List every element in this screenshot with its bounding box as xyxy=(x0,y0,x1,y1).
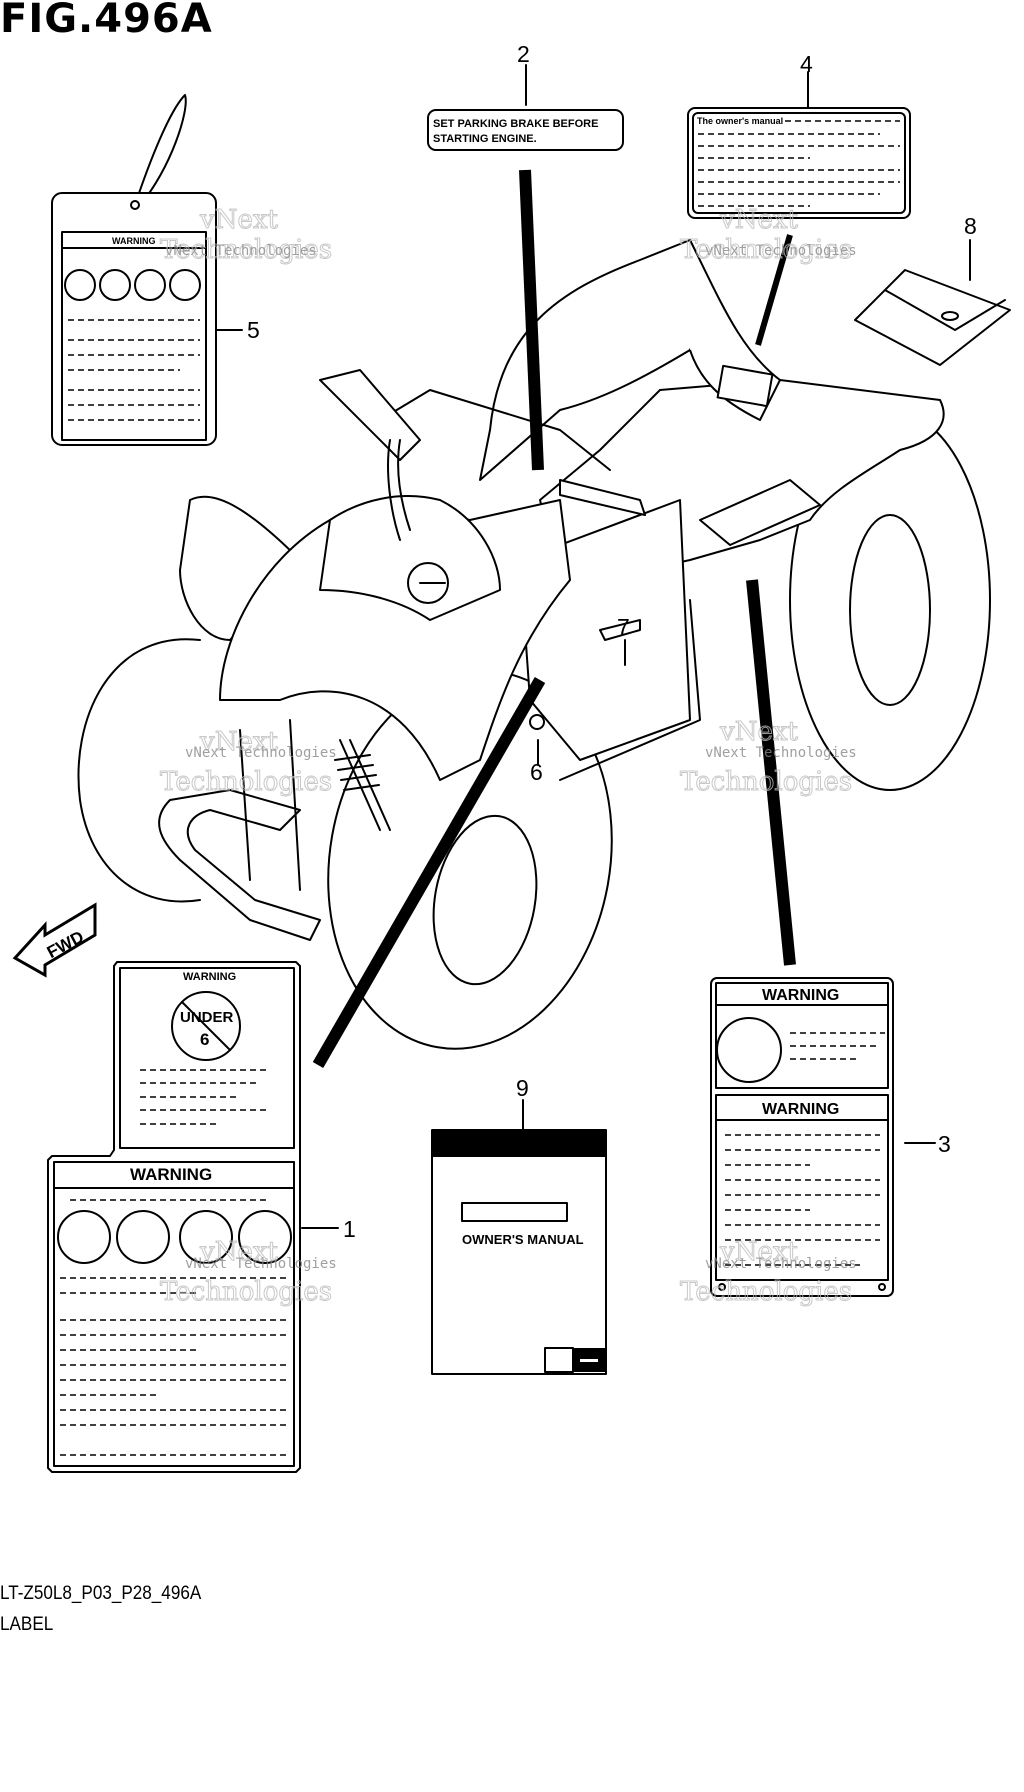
svg-text:Technologies: Technologies xyxy=(680,1277,852,1307)
label-5-hang-tag: WARNING xyxy=(51,94,217,446)
svg-text:vNext: vNext xyxy=(199,205,278,235)
svg-text:WARNING: WARNING xyxy=(762,987,839,1004)
callout-7: 7 xyxy=(617,614,630,640)
svg-text:vNext: vNext xyxy=(719,1237,798,1267)
item-8-manual-pouch xyxy=(854,269,1011,366)
svg-text:vNext Technologies: vNext Technologies xyxy=(705,1256,857,1272)
svg-text:vNext Technologies: vNext Technologies xyxy=(165,243,317,259)
svg-text:vNext: vNext xyxy=(719,717,798,747)
svg-text:vNext: vNext xyxy=(199,727,278,757)
callout-2: 2 xyxy=(517,41,530,67)
label-3-warning: WARNING WARNING xyxy=(710,977,894,1297)
figure-title: FIG.496A xyxy=(0,0,213,42)
svg-text:The owner's manual: The owner's manual xyxy=(697,116,783,126)
svg-text:WARNING: WARNING xyxy=(130,1165,212,1184)
atv-drawing xyxy=(77,239,991,1050)
svg-text:Technologies: Technologies xyxy=(680,235,852,265)
item-9-owners-manual: OWNER'S MANUAL xyxy=(431,1129,607,1375)
svg-text:vNext Technologies: vNext Technologies xyxy=(705,243,857,259)
callout-6: 6 xyxy=(530,759,543,785)
callout-4: 4 xyxy=(800,51,813,77)
svg-text:vNext Technologies: vNext Technologies xyxy=(185,1256,337,1272)
svg-text:Technologies: Technologies xyxy=(160,1277,332,1307)
label-1-warning: WARNING UNDER 6 WARNING xyxy=(47,961,301,1473)
callout-3: 3 xyxy=(938,1131,951,1157)
svg-text:vNext Technologies: vNext Technologies xyxy=(705,745,857,761)
callout-5: 5 xyxy=(247,317,260,343)
callout-numbers: 1 2 3 4 5 6 7 8 9 xyxy=(247,41,977,1242)
svg-text:WARNING: WARNING xyxy=(183,971,236,983)
svg-text:STARTING ENGINE.: STARTING ENGINE. xyxy=(433,133,537,145)
svg-text:Technologies: Technologies xyxy=(160,767,332,797)
svg-text:WARNING: WARNING xyxy=(112,236,156,246)
watermark: vNext Technologies vNext Technologies vN… xyxy=(160,205,857,1308)
figure-code: LT-Z50L8_P03_P28_496A xyxy=(0,1583,202,1604)
svg-text:vNext: vNext xyxy=(199,1237,278,1267)
svg-text:OWNER'S MANUAL: OWNER'S MANUAL xyxy=(462,1232,584,1247)
svg-text:6: 6 xyxy=(200,1030,209,1049)
svg-text:SET PARKING BRAKE BEFORE: SET PARKING BRAKE BEFORE xyxy=(433,118,598,130)
label-4-owners-manual-notice: The owner's manual xyxy=(687,107,911,219)
label-2-parking-brake: SET PARKING BRAKE BEFORE STARTING ENGINE… xyxy=(427,109,624,151)
callout-9: 9 xyxy=(516,1075,529,1101)
fwd-arrow: FWD xyxy=(12,902,97,978)
figure-caption: LABEL xyxy=(0,1614,54,1635)
leader-lines xyxy=(209,64,971,1229)
svg-text:UNDER: UNDER xyxy=(180,1009,234,1026)
svg-text:WARNING: WARNING xyxy=(762,1101,839,1118)
callout-1: 1 xyxy=(343,1216,356,1242)
svg-text:Technologies: Technologies xyxy=(160,235,332,265)
svg-text:vNext Technologies: vNext Technologies xyxy=(185,745,337,761)
svg-text:Technologies: Technologies xyxy=(680,767,852,797)
svg-text:vNext: vNext xyxy=(719,205,798,235)
callout-8: 8 xyxy=(964,213,977,239)
